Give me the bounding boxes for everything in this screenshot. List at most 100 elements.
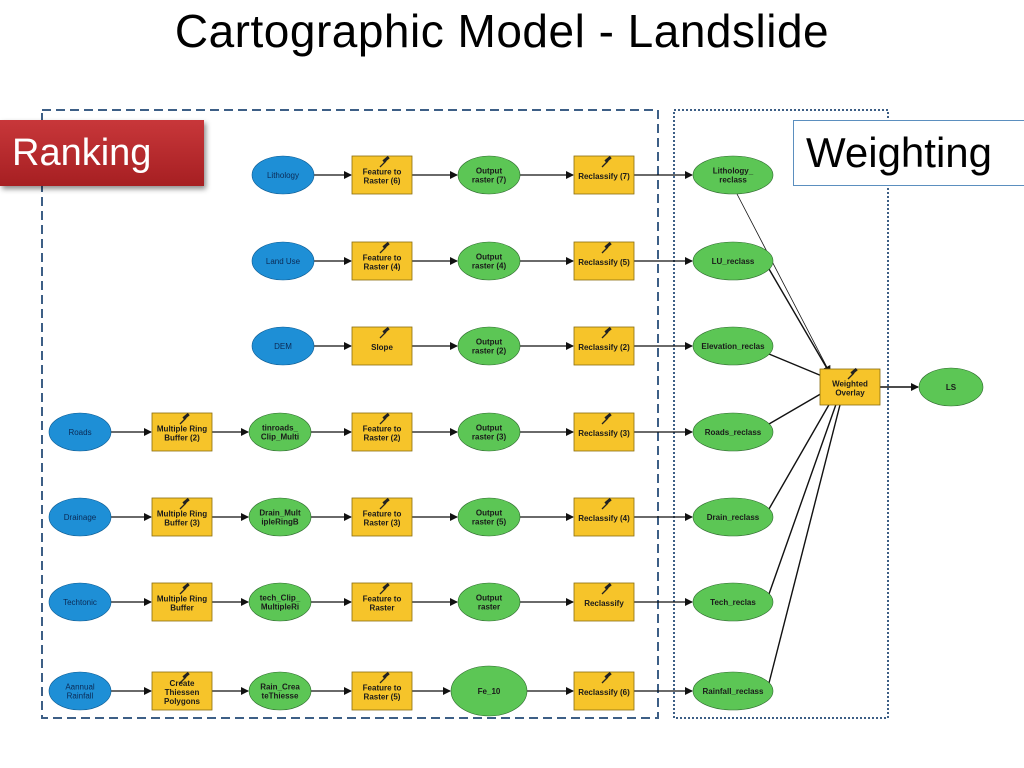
node-techtonic-pre-tool <box>151 582 213 622</box>
ranking-frame <box>41 109 659 719</box>
node-roads-step2-output <box>457 412 521 452</box>
node-roads-pre-output-label: tinroads_ <box>262 424 299 433</box>
node-lithology-input-shape <box>251 155 315 195</box>
node-lithology-step1-tool <box>351 155 413 195</box>
node-rainfall-pre-tool <box>151 671 213 711</box>
node-roads-result <box>692 412 774 452</box>
hammer-icon <box>379 412 390 425</box>
node-techtonic-result-label: Tech_reclas <box>710 598 756 607</box>
node-rainfall-pre-tool-label: Create <box>170 679 195 688</box>
node-lithology-result-label: Lithology_ <box>713 167 754 176</box>
node-dem-result <box>692 326 774 366</box>
node-ls-label: LS <box>946 383 957 392</box>
node-dem-step1-tool-label: Slope <box>371 343 393 352</box>
node-drainage-step2-output <box>457 497 521 537</box>
node-drainage-pre-output <box>248 497 312 537</box>
node-techtonic-pre-output-shape <box>248 582 312 622</box>
node-lithology-result-label: reclass <box>719 176 747 185</box>
node-techtonic-pre-tool-label: Multiple Ring <box>157 595 207 604</box>
node-techtonic-step2-output-label: raster <box>478 603 500 612</box>
connector-arrow <box>768 268 833 378</box>
node-landuse-step3-tool <box>573 241 635 281</box>
node-roads-pre-tool <box>151 412 213 452</box>
node-rainfall-step1-tool-label: Feature to <box>363 684 402 693</box>
node-roads-pre-tool-label: Buffer (2) <box>164 434 200 443</box>
node-rainfall-step1-tool-label: Raster (5) <box>364 693 401 702</box>
node-techtonic-step1-tool-shape <box>351 582 413 622</box>
hammer-icon <box>601 497 612 510</box>
connector-arrow <box>736 193 831 374</box>
node-lithology-step2-output-label: Output <box>476 167 503 176</box>
node-drainage-pre-tool-label: Buffer (3) <box>164 519 200 528</box>
node-ls-shape <box>918 367 984 407</box>
node-dem-step2-output-shape <box>457 326 521 366</box>
node-drainage-result-shape <box>692 497 774 537</box>
node-rainfall-step3-tool <box>573 671 635 711</box>
slide-title: Cartographic Model - Landslide <box>174 5 830 57</box>
node-drainage-pre-output-label: ipleRingB <box>261 518 299 527</box>
node-roads-result-shape <box>692 412 774 452</box>
node-rainfall-step3-tool-label: Reclassify (6) <box>578 688 630 697</box>
node-roads-step1-tool <box>351 412 413 452</box>
node-dem-step3-tool <box>573 326 635 366</box>
node-roads-step2-output-label: raster (3) <box>472 433 507 442</box>
node-landuse-step1-tool-shape <box>351 241 413 281</box>
node-dem-step1-tool-shape <box>351 326 413 366</box>
node-roads-step1-tool-label: Raster (2) <box>364 434 401 443</box>
weighting-frame <box>673 109 889 719</box>
node-landuse-step2-output-label: Output <box>476 253 503 262</box>
node-roads-pre-output-label: Clip_Multi <box>261 433 299 442</box>
hammer-icon <box>601 671 612 684</box>
node-techtonic-pre-output-label: MultipleRi <box>261 603 299 612</box>
node-lithology-step1-tool-shape <box>351 155 413 195</box>
node-techtonic-pre-tool-label: Buffer <box>170 604 194 613</box>
node-landuse-step3-tool-label: Reclassify (5) <box>578 258 630 267</box>
node-techtonic-pre-output-label: tech_Clip_ <box>260 594 301 603</box>
node-rainfall-result-shape <box>692 671 774 711</box>
connector-arrow <box>768 388 839 510</box>
node-drainage-result-label: Drain_reclass <box>707 513 760 522</box>
node-lithology-step2-output <box>457 155 521 195</box>
node-dem-input-label: DEM <box>274 342 292 351</box>
node-rainfall-step2-output <box>450 665 528 717</box>
node-drainage-step3-tool <box>573 497 635 537</box>
node-drainage-input-label: Drainage <box>64 513 97 522</box>
node-dem-step2-output <box>457 326 521 366</box>
node-roads-result-label: Roads_reclass <box>705 428 762 437</box>
node-rainfall-result-label: Rainfall_reclass <box>703 687 764 696</box>
edges-layer <box>111 171 919 695</box>
ranking-label: Ranking <box>0 120 204 186</box>
hammer-icon <box>179 671 190 684</box>
hammer-icon <box>179 412 190 425</box>
hammer-icon <box>379 155 390 168</box>
node-lithology-step1-tool-label: Feature to <box>363 168 402 177</box>
hammer-icon <box>379 497 390 510</box>
node-techtonic-input <box>48 582 112 622</box>
node-roads-step2-output-label: Output <box>476 424 503 433</box>
node-landuse-step2-output-shape <box>457 241 521 281</box>
node-drainage-step2-output-label: raster (5) <box>472 518 507 527</box>
node-landuse-result-shape <box>692 241 774 281</box>
node-landuse-result <box>692 241 774 281</box>
node-roads-pre-output-shape <box>248 412 312 452</box>
node-dem-step3-tool-label: Reclassify (2) <box>578 343 630 352</box>
node-drainage-step1-tool-label: Raster (3) <box>364 519 401 528</box>
node-landuse-step2-output <box>457 241 521 281</box>
node-landuse-step3-tool-shape <box>573 241 635 281</box>
node-rainfall-pre-tool-label: Thiessen <box>165 688 200 697</box>
node-techtonic-input-label: Techtonic <box>63 598 97 607</box>
node-rainfall-pre-tool-shape <box>151 671 213 711</box>
node-dem-input-shape <box>251 326 315 366</box>
node-techtonic-step2-output-label: Output <box>476 594 503 603</box>
node-techtonic-result-shape <box>692 582 774 622</box>
node-lithology-step3-tool-shape <box>573 155 635 195</box>
node-rainfall-pre-output-label: teThiesse <box>262 692 299 701</box>
node-techtonic-step1-tool-label: Raster <box>370 604 395 613</box>
node-roads-step3-tool-label: Reclassify (3) <box>578 429 630 438</box>
node-roads-input-shape <box>48 412 112 452</box>
node-rainfall-step2-output-shape <box>450 665 528 717</box>
node-roads-step3-tool <box>573 412 635 452</box>
node-techtonic-pre-tool-shape <box>151 582 213 622</box>
